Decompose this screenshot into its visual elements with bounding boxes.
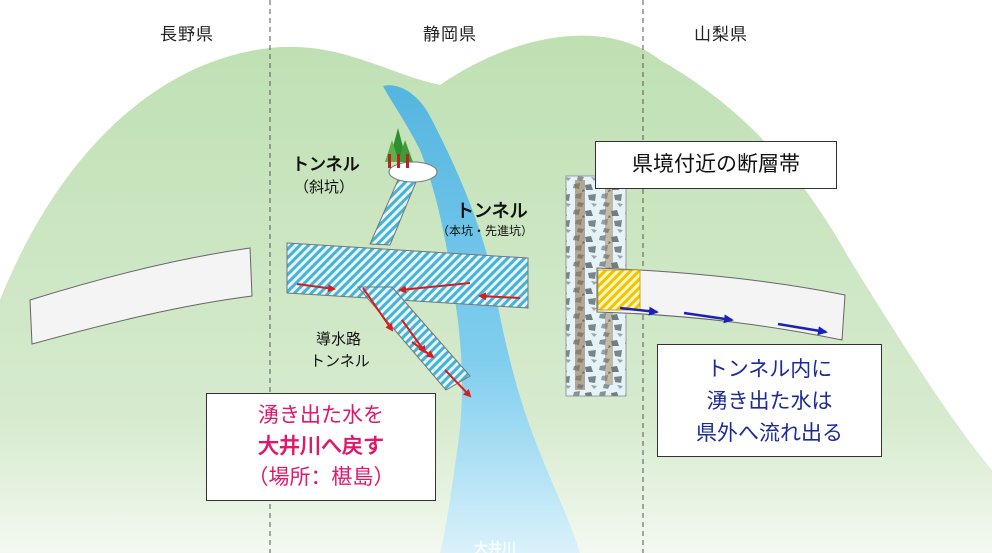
outflow-arrow [777,322,828,336]
flow-arrow [296,283,336,293]
main-tunnel-label: トンネル [456,201,528,222]
shaft-note-label: （斜坑） [294,178,355,196]
flow-arrow [411,341,435,359]
main-tunnel-note: （本坑・先進坑） [437,224,534,238]
prefecture-yamanashi: 山梨県 [694,25,748,45]
return-water-callout: 湧き出た水を 大井川へ戻す （場所：椹島） [206,393,436,501]
flow-arrow [401,319,427,354]
conduit-label-2: トンネル [310,352,370,370]
shaft-portal [388,161,438,183]
outflow-callout: トンネル内に 湧き出た水は 県外へ流れ出る [657,344,882,457]
flow-arrow [398,282,471,294]
fault-tunnel-section [597,269,641,311]
return-text-1: 湧き出た水を [258,403,384,427]
outflow-arrow [619,306,659,316]
tunnel-yamanashi [596,267,846,341]
return-text-3: （場所：椹島） [247,465,395,489]
outflow-text-2: 湧き出た水は [706,389,833,413]
return-text-2: 大井川へ戻す [258,434,384,458]
outflow-arrow [683,311,734,324]
conduit-tunnel [356,286,471,391]
outflow-text-3: 県外へ流れ出る [696,421,843,445]
flow-arrow [362,287,394,332]
flow-arrow [478,292,521,301]
river-label: 大井川 [474,541,516,553]
fault-zone-callout: 県境付近の断層帯 [595,141,837,189]
conduit-label-1: 導水路 [316,330,362,348]
shaft-tunnel-label: トンネル [292,155,360,175]
outflow-text-1: トンネル内に [706,357,833,381]
oi-river [383,85,580,553]
prefecture-shizuoka: 静岡県 [423,25,477,45]
main-tunnel [286,242,529,309]
fault-zone-text: 県境付近の断層帯 [632,152,800,176]
flow-arrow [444,369,472,398]
prefecture-nagano: 長野県 [160,25,214,45]
tunnel-nagano [29,247,253,345]
